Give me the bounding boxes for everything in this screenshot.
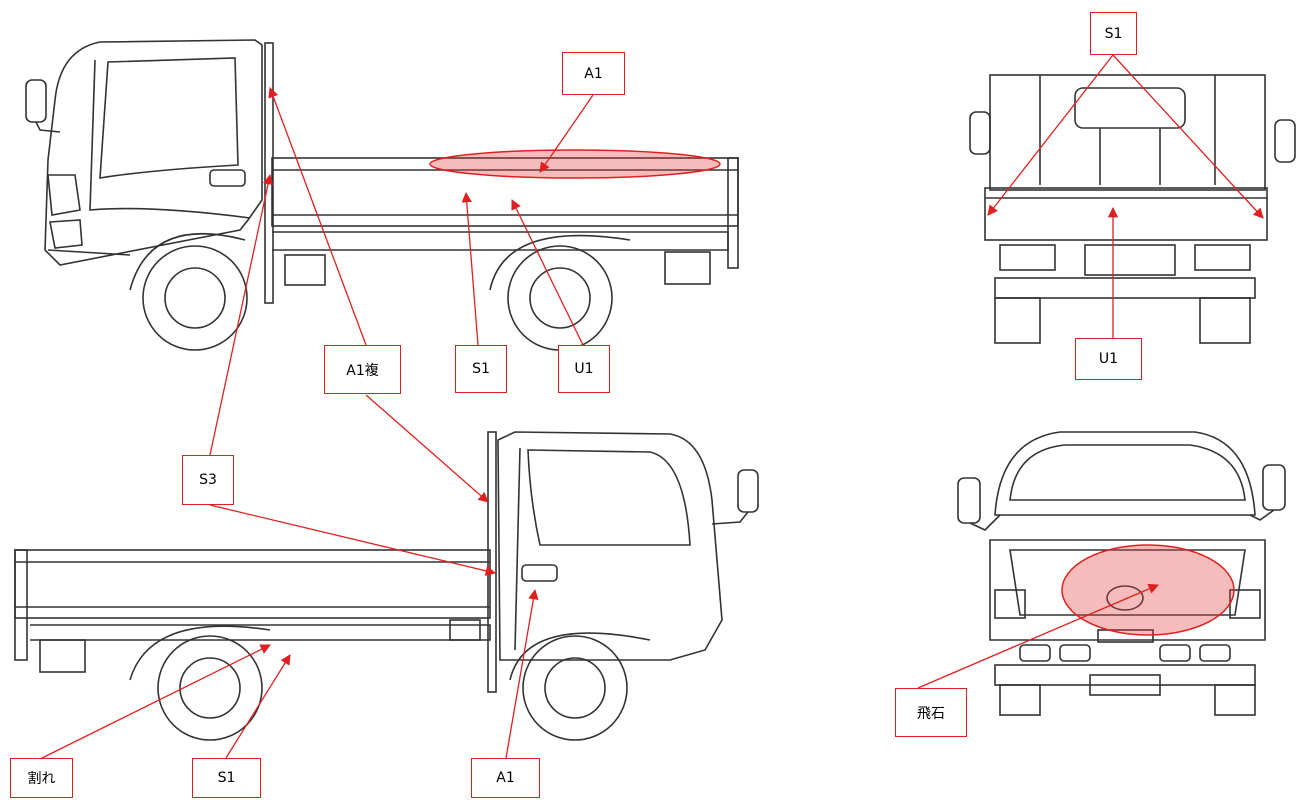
label-a1-multiple: A1複 [324,345,401,394]
damage-area-cargo-top [429,149,721,179]
label-s1-cargo: S1 [455,345,507,393]
label-u1-cargo: U1 [558,345,610,393]
damage-area-front-grille [1061,544,1235,636]
label-u1-rear: U1 [1075,338,1142,380]
leader-lines [41,54,1264,759]
label-a1-bottom: A1 [471,758,540,798]
label-s1-rear: S1 [1090,12,1137,55]
truck-front-view [957,431,1286,716]
truck-left-side-view [25,39,739,351]
label-a1-cargo: A1 [562,52,625,95]
truck-rear-view [969,74,1296,344]
label-crack: 割れ [10,758,73,798]
truck-right-side-view [14,431,759,741]
label-stone-chip: 飛石 [895,688,967,737]
label-s1-bottom: S1 [192,758,261,798]
label-s3: S3 [182,455,234,505]
